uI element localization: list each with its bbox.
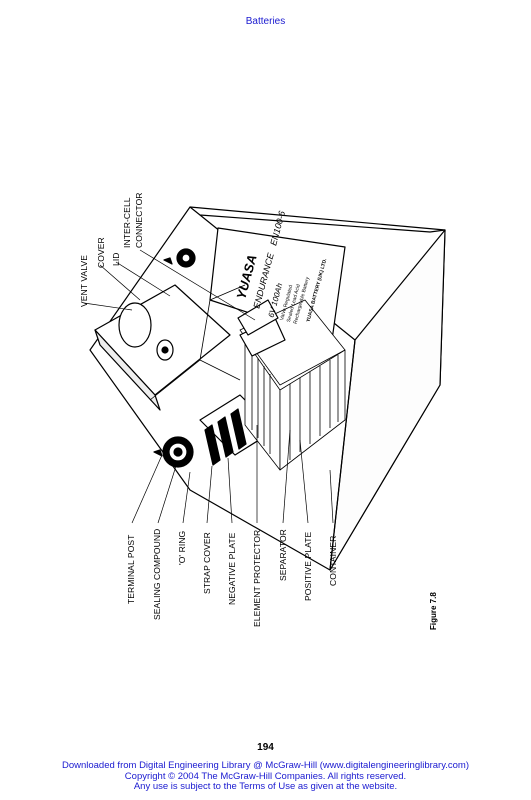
vent-valve-cap (118, 302, 152, 348)
callout-leaders (83, 249, 334, 524)
callout-connector: CONNECTOR (134, 192, 144, 248)
callout-lid: LID (111, 252, 121, 266)
callout-o-ring: 'O' RING (177, 530, 187, 565)
callout-negative-plate: NEGATIVE PLATE (227, 532, 237, 605)
footer-download-line[interactable]: Downloaded from Digital Engineering Libr… (61, 760, 470, 771)
running-head: Batteries (245, 16, 286, 27)
callout-vent-valve: VENT VALVE (79, 254, 89, 307)
callout-separator: SEPARATOR (278, 529, 288, 581)
footer-copyright-line: Copyright © 2004 The McGraw-Hill Compani… (124, 770, 407, 782)
callout-terminal-post: TERMINAL POST (126, 534, 136, 604)
callout-strap-cover: STRAP COVER (202, 532, 212, 594)
callout-positive-plate: POSITIVE PLATE (303, 531, 313, 601)
figure-number: Figure 7.8 (429, 592, 438, 630)
footer-terms-line: Any use is subject to the Terms of Use a… (133, 781, 398, 792)
callout-sealing-compound: SEALING COMPOUND (152, 528, 162, 620)
footer: Downloaded from Digital Engineering Libr… (0, 760, 531, 793)
callout-cover: COVER (96, 237, 106, 268)
callout-inter-cell: INTER-CELL (122, 197, 132, 248)
page-number: 194 (257, 742, 274, 753)
callout-element-protector: ELEMENT PROTECTOR (252, 529, 262, 627)
callout-container: CONTAINER (328, 535, 338, 586)
